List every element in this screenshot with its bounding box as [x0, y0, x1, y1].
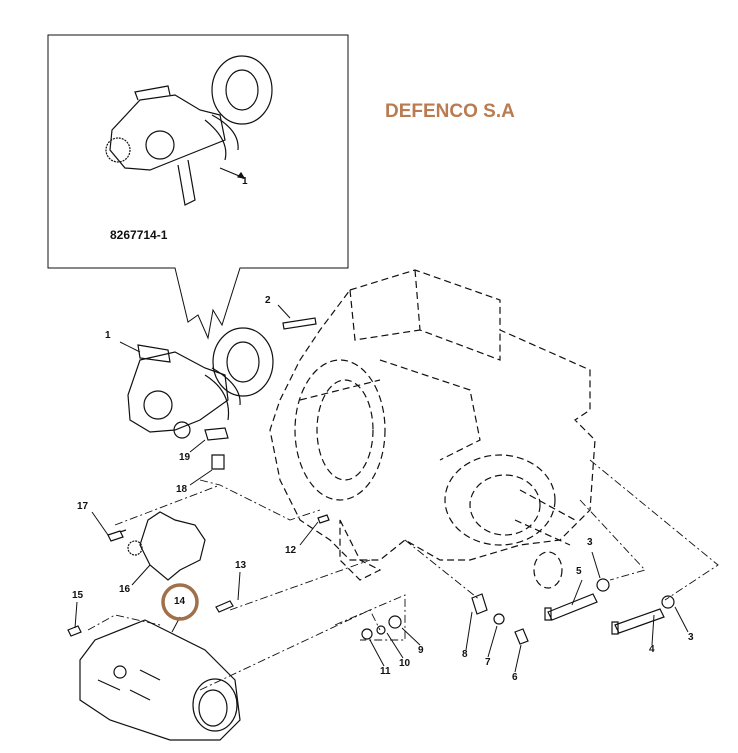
callout-9: 9: [418, 645, 424, 656]
inset-pump-illustration: [105, 55, 273, 206]
callout-14: 14: [174, 596, 186, 607]
callout-15: 15: [72, 590, 84, 601]
washer-7: [493, 613, 505, 625]
pin-12: [317, 514, 330, 524]
inset-callout-1: 1: [242, 176, 248, 187]
callout-5: 5: [576, 566, 582, 577]
callout-7: 7: [485, 657, 491, 668]
bolt-5: [544, 593, 598, 621]
washer-3b: [661, 595, 675, 609]
injection-pump-14: [79, 619, 241, 741]
washer-10: [376, 625, 386, 635]
callout-1: 1: [105, 330, 111, 341]
callout-18: 18: [176, 484, 188, 495]
highlight-circle-14: [161, 583, 199, 621]
callout-16: 16: [119, 584, 131, 595]
callout-12: 12: [285, 545, 297, 556]
callout-3b: 3: [688, 632, 694, 643]
callout-6: 6: [512, 672, 518, 683]
stud-15: [67, 625, 82, 637]
callout-arrows: [74, 304, 689, 673]
watermark-brand: DEFENCO S.A: [385, 101, 515, 122]
bolt-4: [611, 608, 665, 635]
screw-6: [514, 628, 529, 645]
callout-17: 17: [77, 501, 89, 512]
main-pump-illustration: [127, 317, 317, 470]
washer-3a: [596, 578, 610, 592]
assembly-leader-lines: [87, 459, 719, 691]
callout-10: 10: [399, 658, 411, 669]
callout-8: 8: [462, 649, 468, 660]
clamp-8: [471, 593, 488, 615]
inset-part-number: 8267714-1: [110, 228, 168, 242]
nut-9: [388, 615, 402, 629]
callout-4: 4: [649, 644, 655, 655]
bolt-17: [107, 529, 127, 542]
gear-housing-16: [127, 511, 206, 581]
callout-3a: 3: [587, 537, 593, 548]
fitting-13: [215, 600, 234, 613]
inset-frame: [47, 34, 349, 340]
callout-13: 13: [235, 560, 247, 571]
engine-block-dashed: [269, 269, 596, 589]
callout-19: 19: [179, 452, 191, 463]
washer-11: [361, 628, 373, 640]
callout-2: 2: [265, 295, 271, 306]
callout-11: 11: [380, 666, 391, 677]
